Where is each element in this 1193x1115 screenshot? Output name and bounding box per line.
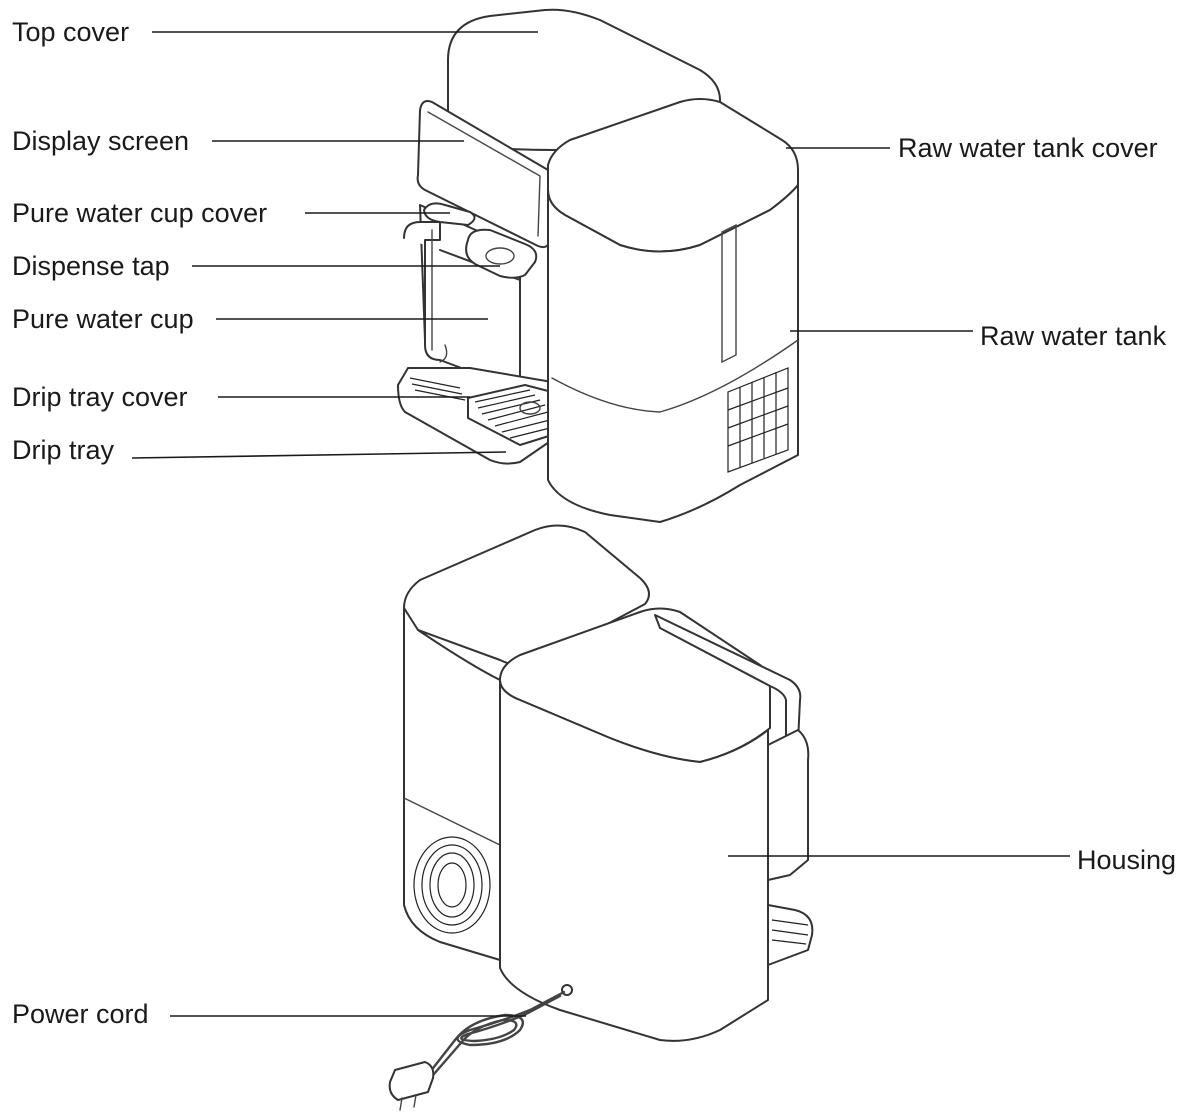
- housing-shape: [499, 679, 769, 1042]
- label-pure-water-cup: Pure water cup: [12, 304, 194, 334]
- label-display-screen: Display screen: [12, 126, 190, 156]
- leader-lines: [131, 31, 1070, 1017]
- leader-drip-tray: [131, 451, 507, 459]
- rear-view-appliance: [388, 524, 814, 1111]
- label-top-cover: Top cover: [12, 17, 130, 47]
- label-pure-water-cup-cover: Pure water cup cover: [12, 198, 268, 228]
- label-housing: Housing: [1077, 845, 1177, 875]
- rear-round-vent: [413, 836, 491, 934]
- front-view-appliance: [397, 8, 799, 523]
- label-raw-water-tank-cover: Raw water tank cover: [898, 133, 1158, 163]
- label-drip-tray-cover: Drip tray cover: [12, 382, 188, 412]
- pure-water-cup-shape: [403, 221, 521, 391]
- pure-water-cup-cover-shape: [423, 202, 476, 226]
- side-vent: [727, 367, 789, 473]
- label-power-cord: Power cord: [12, 999, 149, 1029]
- label-dispense-tap: Dispense tap: [12, 251, 170, 281]
- label-drip-tray: Drip tray: [12, 435, 115, 465]
- label-raw-water-tank: Raw water tank: [980, 321, 1167, 351]
- power-cord-shape: [388, 984, 573, 1111]
